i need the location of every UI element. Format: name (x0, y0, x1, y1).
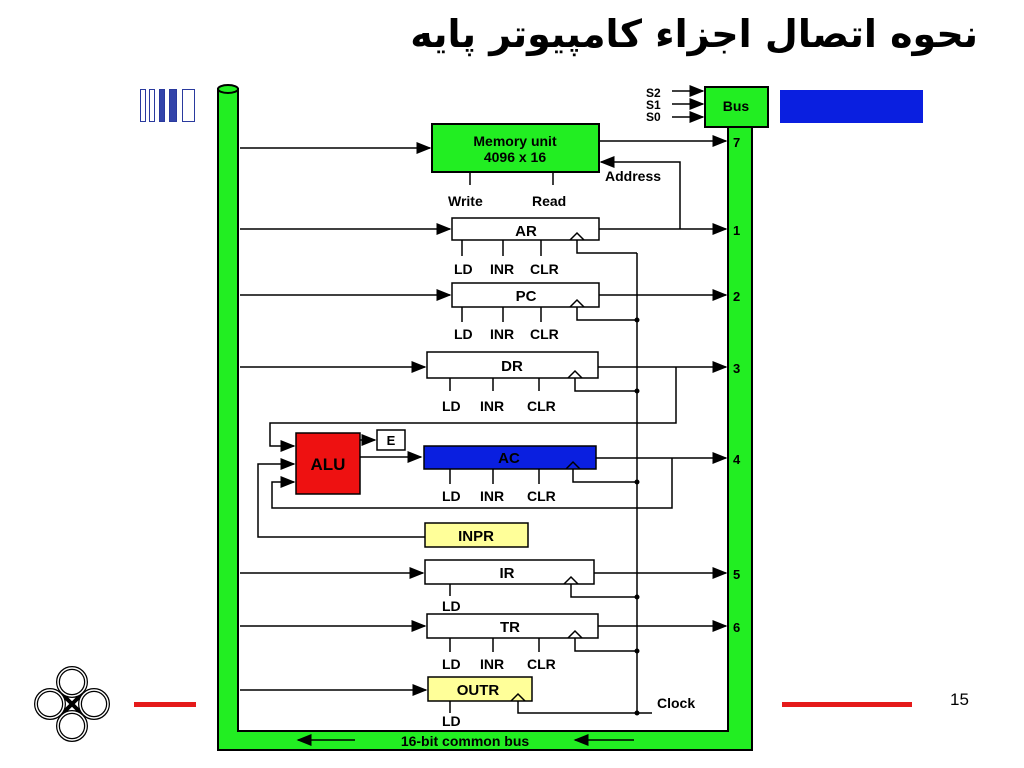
memory-size: 4096 x 16 (484, 149, 546, 165)
bus-top-cap (217, 84, 239, 94)
common-bus-left-column (217, 88, 753, 751)
register-pc-label: PC (516, 288, 537, 305)
ac-inr: INR (480, 488, 504, 504)
memory-title: Memory unit (473, 133, 557, 149)
bus-select-box (704, 86, 769, 128)
accent-red-line-left (134, 702, 196, 707)
bus-index-2: 2 (733, 289, 740, 304)
page-number: 15 (950, 690, 969, 709)
accent-blue-block (780, 90, 923, 123)
memory-address: Address (605, 168, 661, 184)
ir-ld: LD (442, 598, 461, 614)
ar-inr: INR (490, 261, 514, 277)
register-inpr-label: INPR (458, 528, 494, 545)
register-outr-label: OUTR (457, 682, 500, 699)
e-flag-box (376, 429, 406, 451)
register-ac-label: AC (498, 450, 520, 467)
outr-ld: LD (442, 713, 461, 729)
register-ir (424, 559, 595, 585)
tr-clr: CLR (527, 656, 556, 672)
tr-inr: INR (480, 656, 504, 672)
ac-clr: CLR (527, 488, 556, 504)
ar-ld: LD (454, 261, 473, 277)
register-tr (426, 613, 599, 639)
alu-block (295, 432, 361, 495)
tr-ld: LD (442, 656, 461, 672)
bus-index-4: 4 (733, 452, 741, 467)
bus-label: Bus (723, 98, 750, 114)
bus-index-5: 5 (733, 567, 740, 582)
ar-clr: CLR (530, 261, 559, 277)
bus-index-7: 7 (733, 135, 740, 150)
pc-ld: LD (454, 326, 473, 342)
dr-inr: INR (480, 398, 504, 414)
bus-index-3: 3 (733, 361, 740, 376)
select-s2: S2 (646, 86, 661, 100)
select-s1: S1 (646, 98, 661, 112)
ac-ld: LD (442, 488, 461, 504)
university-logo-icon (34, 666, 110, 742)
decorative-bars (140, 89, 195, 122)
clock-label: Clock (657, 695, 695, 711)
register-inpr (424, 522, 529, 548)
register-tr-label: TR (500, 619, 520, 636)
bus-index-6: 6 (733, 620, 740, 635)
register-dr-label: DR (501, 358, 523, 375)
pc-inr: INR (490, 326, 514, 342)
memory-read: Read (532, 193, 566, 209)
pc-clr: CLR (530, 326, 559, 342)
register-ar-label: AR (515, 223, 537, 240)
register-outr (427, 676, 533, 702)
alu-label: ALU (311, 455, 346, 474)
slide-title: نحوه اتصال اجزاء کامپیوتر پایه (410, 12, 978, 56)
accent-red-line-right (782, 702, 912, 707)
common-bus-label: 16-bit common bus (401, 733, 530, 749)
register-ir-label: IR (500, 565, 515, 582)
bus-index-1: 1 (733, 223, 740, 238)
dr-clr: CLR (527, 398, 556, 414)
dr-ld: LD (442, 398, 461, 414)
select-s0: S0 (646, 110, 661, 124)
e-flag-label: E (387, 433, 396, 448)
memory-write: Write (448, 193, 483, 209)
memory-unit (431, 123, 600, 173)
register-dr (426, 351, 599, 379)
